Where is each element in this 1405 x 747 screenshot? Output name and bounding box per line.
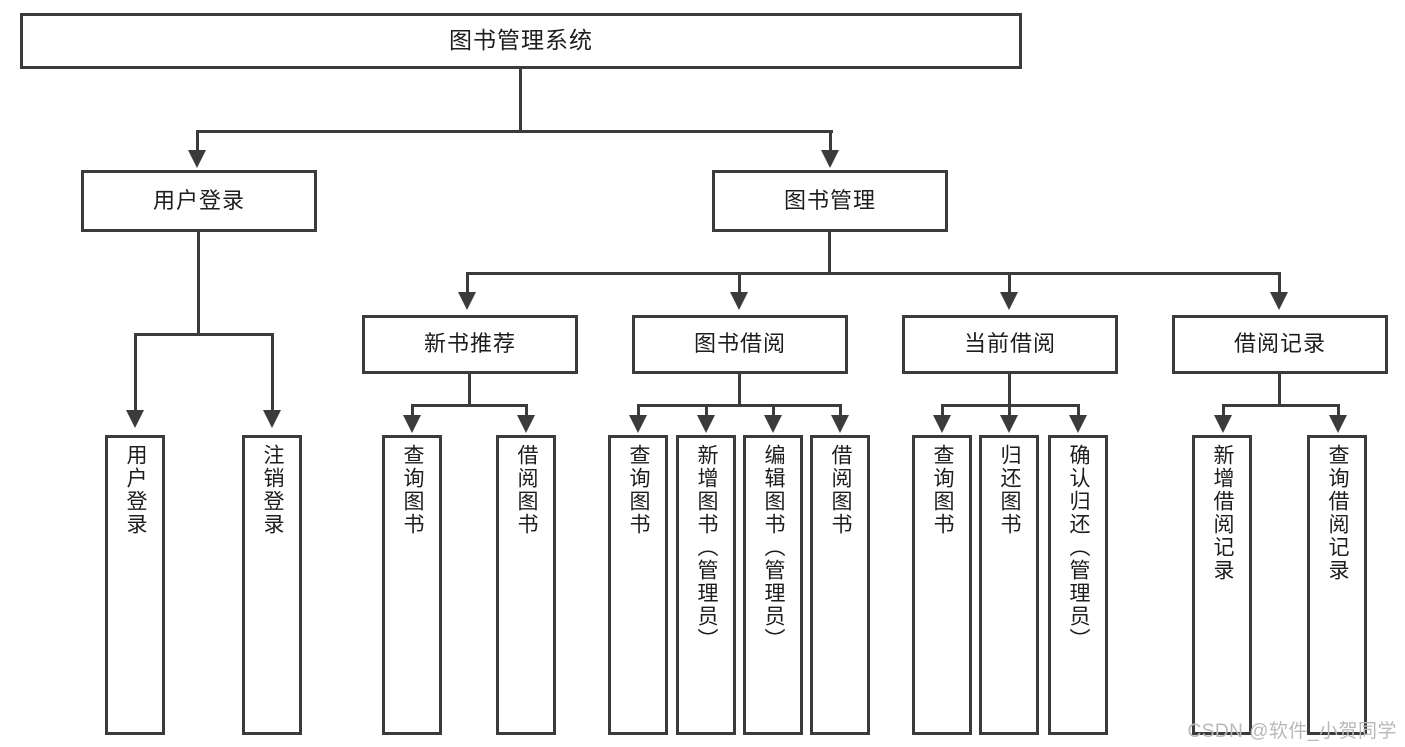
connector-book-borrow-bar	[637, 404, 842, 407]
connector-borrow-record-stem	[1278, 374, 1281, 406]
connector-br-to-leaf-0	[1222, 404, 1225, 422]
connector-bm-to-borrow-record	[1278, 272, 1281, 297]
connector-user-login-bar	[134, 333, 274, 336]
connector-nb-to-leaf-0	[411, 404, 414, 422]
arrow-br-to-leaf-1	[1329, 415, 1347, 433]
leaf-current-borrow-1[interactable]: 归还图书	[979, 435, 1039, 735]
node-book-borrow[interactable]: 图书借阅	[632, 315, 848, 374]
node-label: 当前借阅	[963, 331, 1056, 357]
node-label: 新增图书（管理员）	[695, 444, 719, 651]
node-label: 查询图书	[401, 444, 425, 536]
connector-cb-to-leaf-1	[1008, 404, 1011, 422]
connector-bb-to-leaf-3	[839, 404, 842, 422]
connector-nb-to-leaf-1	[525, 404, 528, 422]
connector-cb-to-leaf-0	[941, 404, 944, 422]
arrow-bm-to-new-book	[458, 292, 476, 310]
arrow-user-login-to-leaf-0	[126, 410, 144, 428]
node-label: 图书管理	[783, 187, 876, 213]
csdn-watermark: CSDN @软件_小贺同学	[1187, 721, 1397, 742]
connector-book-borrow-stem	[738, 374, 741, 406]
node-label: 图书借阅	[693, 331, 786, 357]
node-label: 图书管理系统	[449, 27, 593, 54]
arrow-bm-to-current-borrow	[1000, 292, 1018, 310]
connector-user-login-to-leaf-0	[134, 333, 137, 415]
node-book-management[interactable]: 图书管理	[712, 170, 948, 232]
connector-user-login-stem	[197, 232, 200, 334]
node-label: 编辑图书（管理员）	[762, 444, 786, 651]
node-new-book-recommend[interactable]: 新书推荐	[362, 315, 578, 374]
leaf-book-borrow-3[interactable]: 借阅图书	[810, 435, 870, 735]
node-current-borrow[interactable]: 当前借阅	[902, 315, 1118, 374]
connector-bm-to-current-borrow	[1008, 272, 1011, 297]
arrow-bb-to-leaf-1	[697, 415, 715, 433]
arrow-cb-to-leaf-2	[1069, 415, 1087, 433]
leaf-borrow-record-0[interactable]: 新增借阅记录	[1192, 435, 1252, 735]
connector-current-borrow-stem	[1008, 374, 1011, 406]
arrow-bm-to-book-borrow	[730, 292, 748, 310]
leaf-book-borrow-2[interactable]: 编辑图书（管理员）	[743, 435, 803, 735]
node-root-book-management-system[interactable]: 图书管理系统	[20, 13, 1022, 69]
leaf-book-borrow-1[interactable]: 新增图书（管理员）	[676, 435, 736, 735]
node-label: 归还图书	[998, 444, 1022, 536]
connector-bm-to-book-borrow	[738, 272, 741, 297]
arrow-cb-to-leaf-0	[933, 415, 951, 433]
arrow-nb-to-leaf-0	[403, 415, 421, 433]
leaf-borrow-record-1[interactable]: 查询借阅记录	[1307, 435, 1367, 735]
connector-root-to-user-login	[196, 130, 199, 156]
arrow-root-to-user-login	[188, 150, 206, 168]
arrow-bm-to-borrow-record	[1270, 292, 1288, 310]
arrow-root-to-book-management	[821, 150, 839, 168]
node-label: 查询图书	[627, 444, 651, 536]
connector-br-to-leaf-1	[1337, 404, 1340, 422]
connector-cb-to-leaf-2	[1077, 404, 1080, 422]
connector-new-book-stem	[468, 374, 471, 406]
arrow-bb-to-leaf-3	[831, 415, 849, 433]
connector-bb-to-leaf-1	[705, 404, 708, 422]
node-label: 查询图书	[931, 444, 955, 536]
leaf-current-borrow-0[interactable]: 查询图书	[912, 435, 972, 735]
node-label: 新书推荐	[423, 331, 516, 357]
node-label: 用户登录	[152, 187, 245, 213]
connector-root-to-book-management	[829, 130, 832, 156]
leaf-user-login-1[interactable]: 注销登录	[242, 435, 302, 735]
connector-root-stem	[519, 69, 522, 131]
connector-bm-to-new-book	[466, 272, 469, 297]
node-label: 借阅图书	[515, 444, 539, 536]
connector-root-bar	[196, 130, 833, 133]
connector-book-management-stem	[828, 232, 831, 274]
node-label: 确认归还（管理员）	[1067, 444, 1091, 651]
node-label: 注销登录	[261, 444, 285, 536]
node-borrow-record[interactable]: 借阅记录	[1172, 315, 1388, 374]
leaf-current-borrow-2[interactable]: 确认归还（管理员）	[1048, 435, 1108, 735]
connector-bb-to-leaf-0	[637, 404, 640, 422]
arrow-nb-to-leaf-1	[517, 415, 535, 433]
node-label: 借阅图书	[829, 444, 853, 536]
node-label: 新增借阅记录	[1211, 444, 1235, 582]
node-label: 借阅记录	[1233, 331, 1326, 357]
connector-user-login-to-leaf-1	[271, 333, 274, 415]
arrow-user-login-to-leaf-1	[263, 410, 281, 428]
arrow-cb-to-leaf-1	[1000, 415, 1018, 433]
node-user-login[interactable]: 用户登录	[81, 170, 317, 232]
node-label: 用户登录	[124, 444, 148, 536]
leaf-user-login-0[interactable]: 用户登录	[105, 435, 165, 735]
leaf-new-book-0[interactable]: 查询图书	[382, 435, 442, 735]
arrow-bb-to-leaf-0	[629, 415, 647, 433]
connector-bb-to-leaf-2	[772, 404, 775, 422]
connector-new-book-bar	[411, 404, 528, 407]
arrow-bb-to-leaf-2	[764, 415, 782, 433]
connector-book-management-bar	[466, 272, 1281, 275]
arrow-br-to-leaf-0	[1214, 415, 1232, 433]
node-label: 查询借阅记录	[1326, 444, 1350, 582]
leaf-book-borrow-0[interactable]: 查询图书	[608, 435, 668, 735]
leaf-new-book-1[interactable]: 借阅图书	[496, 435, 556, 735]
connector-borrow-record-bar	[1222, 404, 1340, 407]
